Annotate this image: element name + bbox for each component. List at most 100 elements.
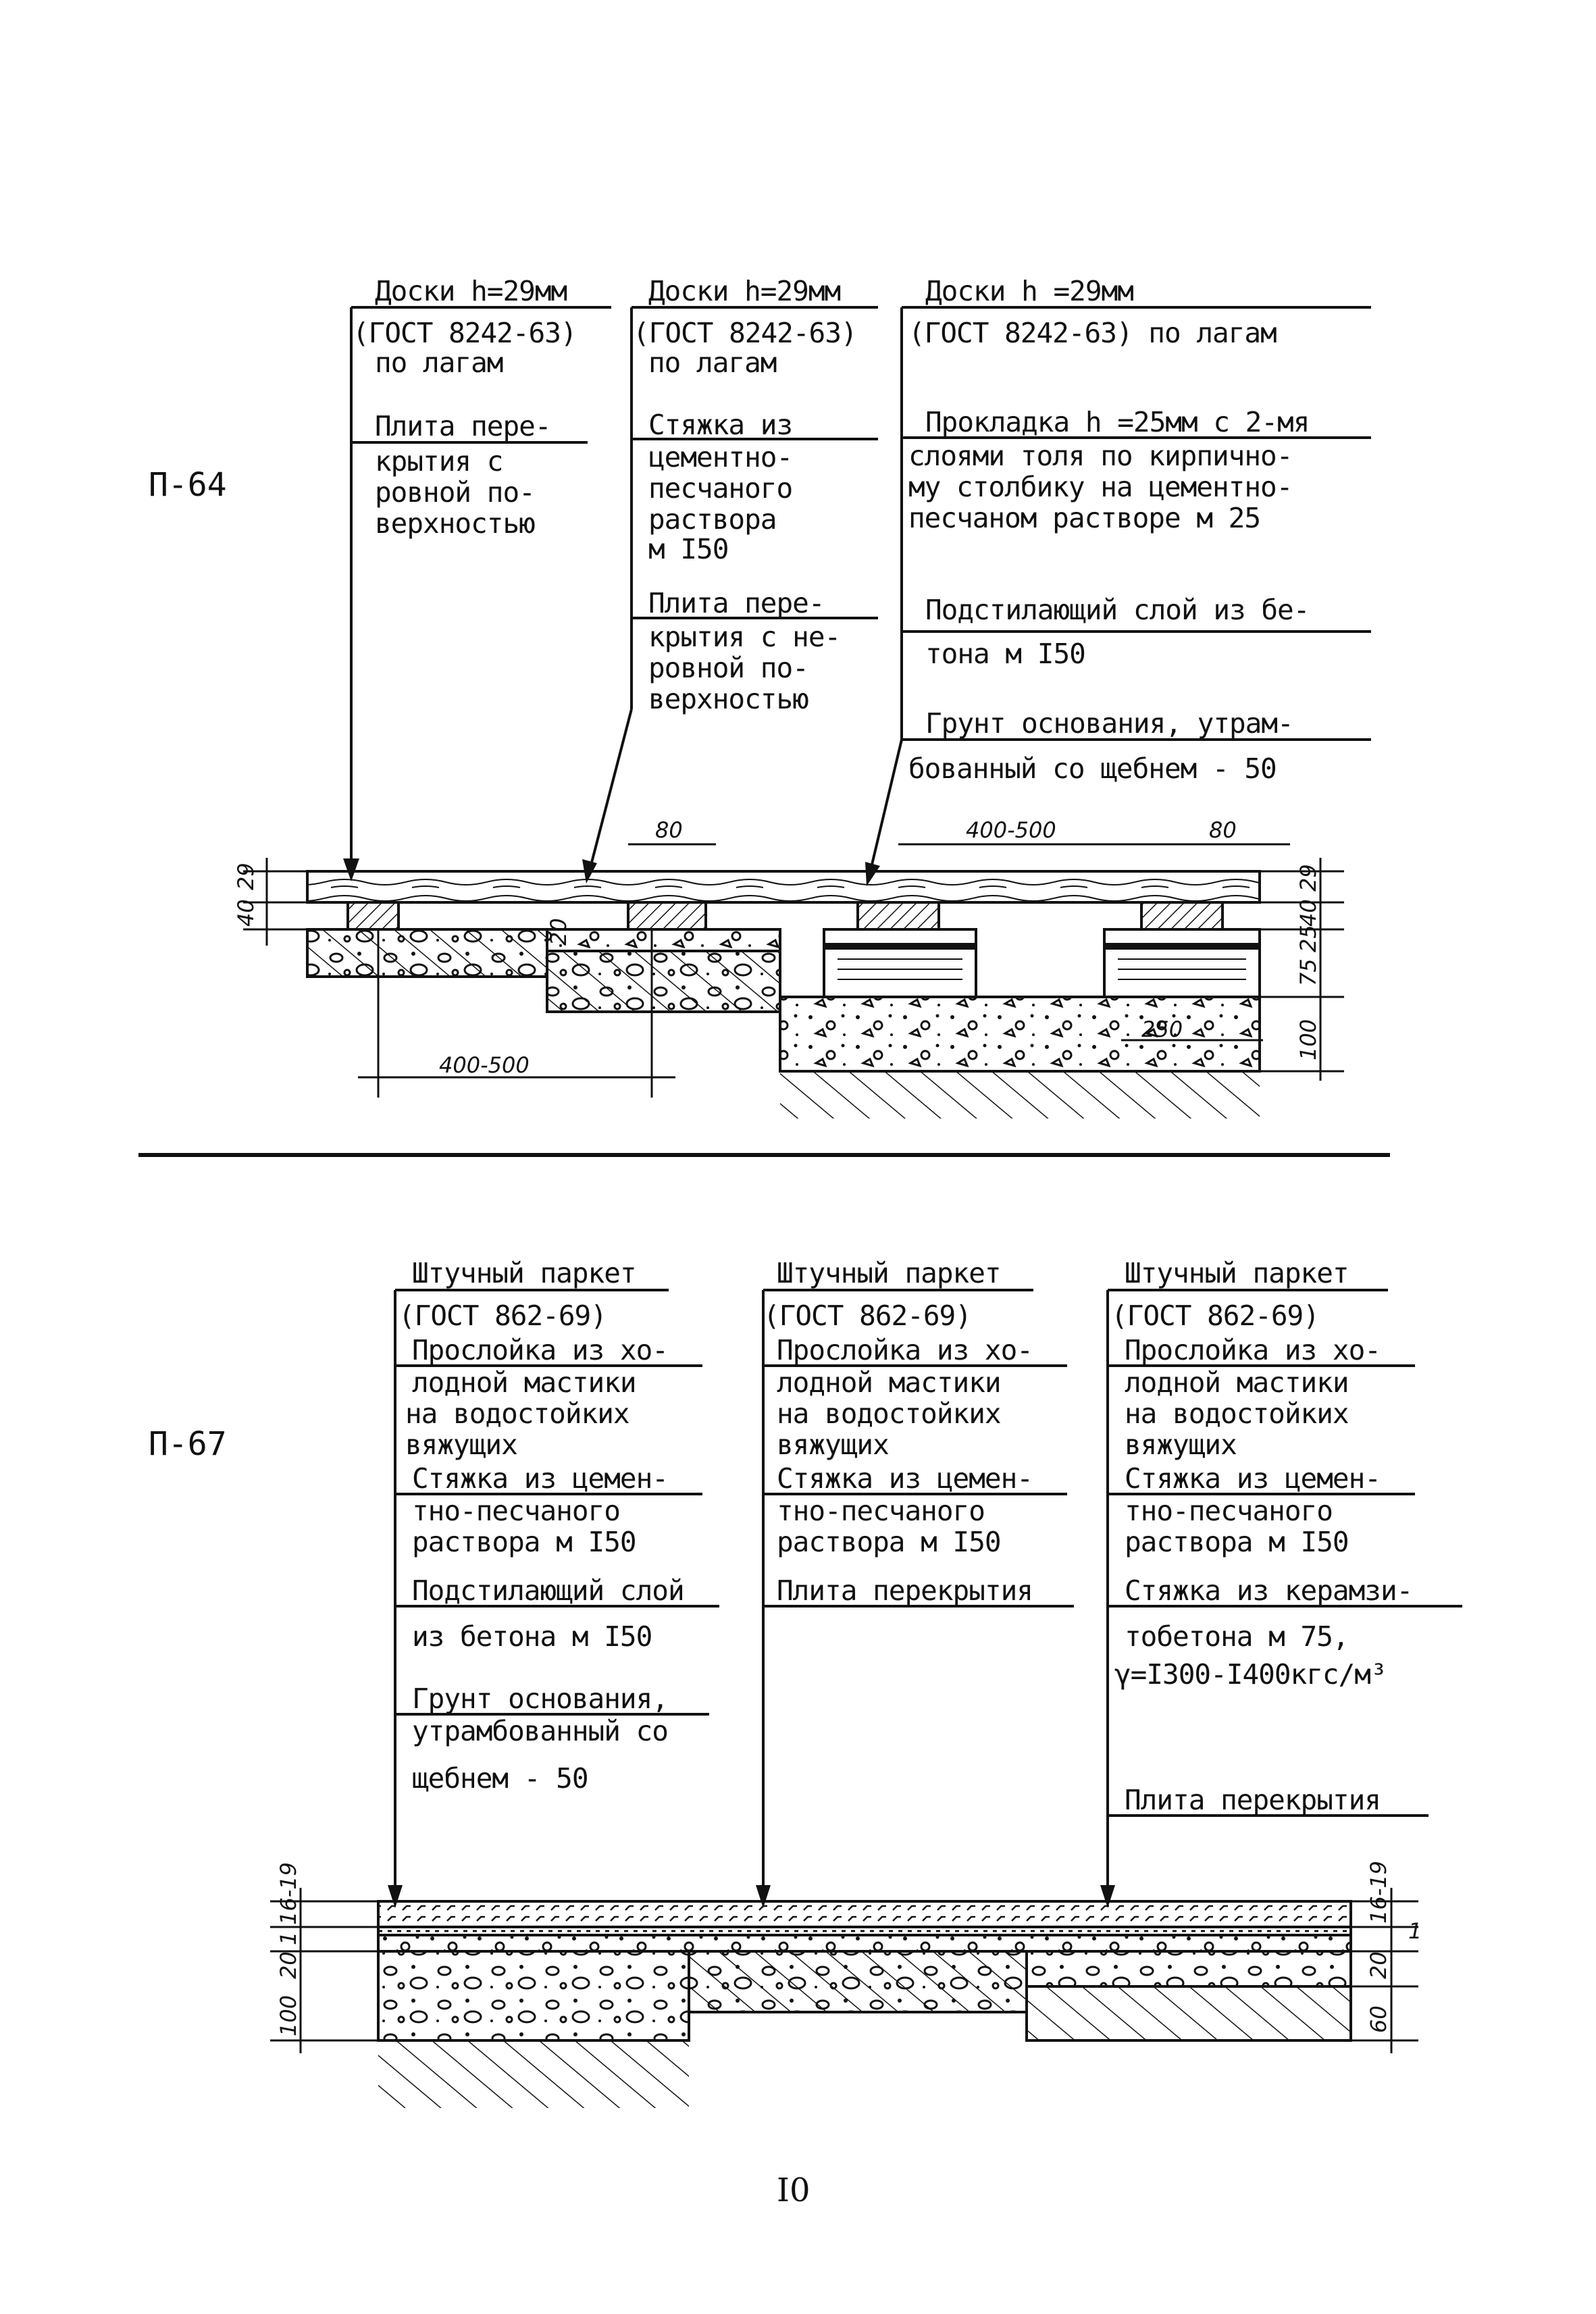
p67-col2-line7: Стяжка из цемен-	[777, 1462, 1033, 1495]
p67-col2-line8: тно-песчаного	[777, 1495, 985, 1527]
p67-col1-line11: из бетона м I50	[412, 1620, 652, 1653]
p64-col1-line5: крытия с	[375, 445, 503, 478]
p67-dim-16-19b: 16-19	[1366, 1861, 1391, 1924]
p67-col3-line11: тобетона м 75,	[1125, 1620, 1349, 1653]
p64-col2-line2: (ГОСТ 8242-63)	[633, 317, 858, 349]
p64-col1-line4: Плита пере-	[375, 410, 552, 442]
p67-col3-line6: вяжущих	[1125, 1429, 1237, 1461]
p67-col1-line2: (ГОСТ 862-69)	[398, 1300, 607, 1332]
p64-col2-line8: м I50	[648, 533, 729, 565]
p67-dim-labels: 16-19 20 1 100 16-19 1 20 60	[276, 1861, 1422, 2036]
p67-col1-line3: Прослойка из хо-	[412, 1334, 669, 1366]
p64-col3-line1: Доски h =29мм	[925, 275, 1134, 307]
p64-dim-20: 20	[546, 918, 571, 946]
p67-col2-line3: Прослойка из хо-	[777, 1334, 1033, 1366]
p64-col2-line6: песчаного	[648, 472, 793, 505]
p64-dim-250: 250	[1141, 1017, 1183, 1042]
p64-col1-line2: (ГОСТ 8242-63)	[353, 317, 577, 349]
p64-section	[306, 870, 1261, 1119]
p64-col3-line8: тона м I50	[925, 638, 1086, 670]
page-number: I0	[777, 2171, 810, 2209]
p64-col2-line9: Плита пере-	[648, 587, 825, 619]
p64-col3-line6: песчаном растворе м 25	[908, 502, 1261, 534]
p67-col1-line12: Грунт основания,	[412, 1682, 669, 1715]
p67-col2-line9: раствора м I50	[777, 1526, 1002, 1558]
p67-col2-line2: (ГОСТ 862-69)	[763, 1300, 972, 1332]
p64-dim-80a: 80	[655, 817, 683, 843]
p64-dim-100: 100	[1295, 1019, 1321, 1060]
p67-leaders	[394, 1289, 1462, 1901]
p64-dim-400b: 400-500	[439, 1052, 530, 1078]
p67-col2-line1: Штучный паркет	[777, 1257, 1002, 1289]
p64-dim-29a: 29	[233, 863, 259, 890]
p64-col1-line6: ровной по-	[375, 476, 536, 509]
p67-leader-arrows	[388, 1885, 1115, 1908]
p67-col1-line4: лодной мастики	[412, 1366, 637, 1399]
p64-dim-400a: 400-500	[966, 817, 1056, 843]
p67-col1-line7: Стяжка из цемен-	[412, 1462, 669, 1495]
p64-leaders	[350, 306, 1371, 882]
p67-col3-line4: лодной мастики	[1125, 1366, 1349, 1399]
p67-dim-1b: 1	[1408, 1918, 1422, 1944]
p67-dim-20b: 20	[1366, 1951, 1391, 1979]
p64-col2-line10: крытия с не-	[648, 621, 841, 653]
p67-col2-line4: лодной мастики	[777, 1366, 1002, 1399]
p67-col3-line13: Плита перекрытия	[1125, 1784, 1381, 1816]
p67-col2-line5: на водостойких	[777, 1397, 1002, 1430]
p64-dim-80b: 80	[1209, 817, 1237, 843]
p64-col2-line4: Стяжка из	[648, 409, 793, 441]
p67-dimension-lines	[270, 1888, 1418, 2053]
p64-col3-line9: Грунт основания, утрам-	[925, 707, 1294, 740]
p67-dim-20: 20	[276, 1951, 301, 1979]
p64-dim-40b: 40	[1295, 899, 1321, 927]
p67-col1-line14: щебнем - 50	[412, 1762, 589, 1795]
p64-col3-line2: (ГОСТ 8242-63) по лагам	[908, 317, 1277, 349]
p64-col2-line1: Доски h=29мм	[648, 275, 841, 307]
p64-col3-line7: Подстилающий слой из бе-	[925, 594, 1310, 626]
p67-col3-line2: (ГОСТ 862-69)	[1111, 1300, 1320, 1332]
p67-col3-line3: Прослойка из хо-	[1125, 1334, 1381, 1366]
p64-dimension-lines	[243, 843, 1344, 1098]
p67-col2-line10: Плита перекрытия	[777, 1574, 1033, 1607]
p67-dim-16-19a: 16-19	[276, 1862, 301, 1925]
p64-dim-29b: 29	[1295, 864, 1321, 892]
p67-col1-line1: Штучный паркет	[412, 1257, 637, 1289]
p64-col3-line10: бованный со щебнем - 50	[908, 752, 1277, 785]
p67-col1-line13: утрамбованный со	[412, 1715, 669, 1747]
p64-col2-line11: ровной по-	[648, 652, 809, 684]
p64-dim-75: 75	[1295, 958, 1321, 986]
p67-col3-line5: на водостойких	[1125, 1397, 1349, 1430]
p67-section	[377, 1900, 1352, 2108]
p64-col2-line7: раствора	[648, 503, 777, 536]
p67-col3-line1: Штучный паркет	[1125, 1257, 1349, 1289]
p64-code: П-64	[149, 466, 227, 504]
p64-col3-line4: слоями толя по кирпично-	[908, 440, 1293, 472]
p64-col1-line1: Доски h=29мм	[375, 275, 567, 307]
p64-col2-line5: цементно-	[648, 441, 793, 473]
p67-col3-line10: Стяжка из керамзи-	[1125, 1574, 1413, 1607]
p67-col2-line6: вяжущих	[777, 1429, 890, 1461]
p67-col1-line10: Подстилающий слой	[412, 1574, 685, 1607]
p67-code: П-67	[149, 1425, 227, 1463]
p64-col3-line3: Прокладка h =25мм с 2-мя	[925, 406, 1310, 438]
p64-dim-25: 25	[1295, 925, 1321, 952]
p67-col1-line6: вяжущих	[405, 1429, 518, 1461]
p67-col1-line8: тно-песчаного	[412, 1495, 621, 1527]
p64-col2-line12: верхностью	[648, 683, 809, 715]
p64-col1-line7: верхностью	[375, 507, 536, 540]
p67-col3-line9: раствора м I50	[1125, 1526, 1349, 1558]
p67-col1-line9: раствора м I50	[412, 1526, 637, 1558]
p67-dim-60: 60	[1366, 2005, 1391, 2033]
p67-col3-line8: тно-песчаного	[1125, 1495, 1333, 1527]
p64-col1-line3: по лагам	[375, 346, 503, 379]
p67-dim-100: 100	[276, 1995, 301, 2036]
p64-col3-line5: му столбику на цементно-	[908, 471, 1293, 503]
p67-col1-line5: на водостойких	[405, 1397, 630, 1430]
p64-dim-labels: 29 40 20 80 400-500 80 29 40 25 75 250 1…	[233, 817, 1321, 1078]
p67-col3-line7: Стяжка из цемен-	[1125, 1462, 1381, 1495]
p67-dim-1: 1	[276, 1932, 301, 1945]
p64-dim-40a: 40	[233, 899, 259, 927]
p64-col2-line3: по лагам	[648, 346, 777, 379]
p67-col3-line12: γ=I300-I400кгс/м³	[1114, 1658, 1387, 1691]
